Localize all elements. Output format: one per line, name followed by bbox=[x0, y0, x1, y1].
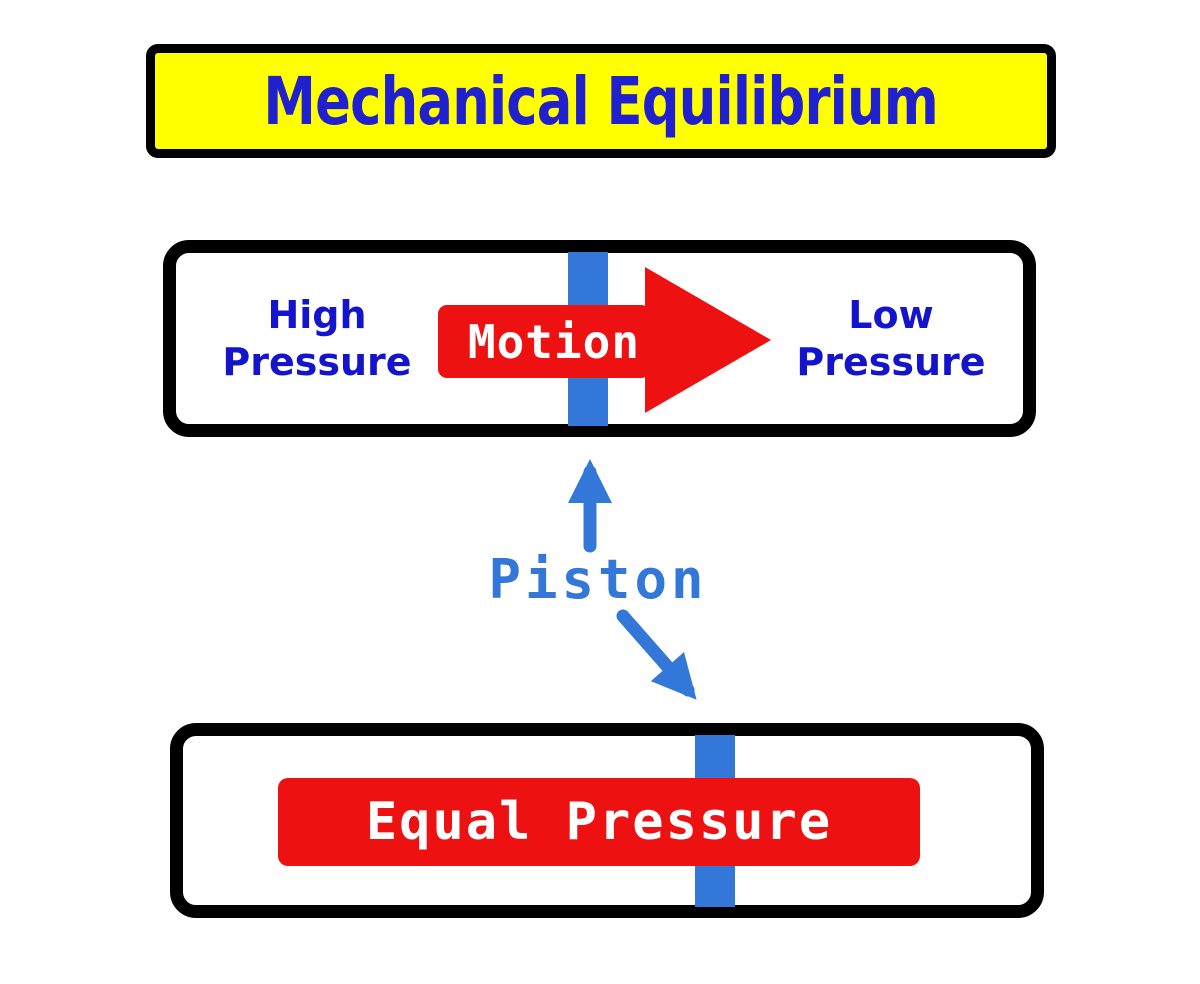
low-pressure-label: Low Pressure bbox=[776, 292, 1006, 385]
high-pressure-line2: Pressure bbox=[222, 339, 412, 384]
motion-label: Motion bbox=[467, 314, 641, 369]
equal-pressure-banner: Equal Pressure bbox=[278, 778, 920, 866]
title-box: Mechanical Equilibrium bbox=[146, 44, 1056, 158]
low-pressure-line1: Low bbox=[848, 293, 934, 337]
piston-diagonal-arrow bbox=[616, 609, 697, 700]
piston-label: Piston bbox=[488, 548, 708, 611]
high-pressure-label: High Pressure bbox=[202, 292, 432, 385]
low-pressure-line2: Pressure bbox=[796, 339, 986, 384]
page-title: Mechanical Equilibrium bbox=[263, 62, 939, 140]
equal-pressure-label: Equal Pressure bbox=[365, 792, 833, 852]
motion-arrow-head bbox=[645, 267, 771, 413]
motion-arrow-body bbox=[438, 305, 650, 378]
high-pressure-line1: High bbox=[267, 293, 367, 337]
